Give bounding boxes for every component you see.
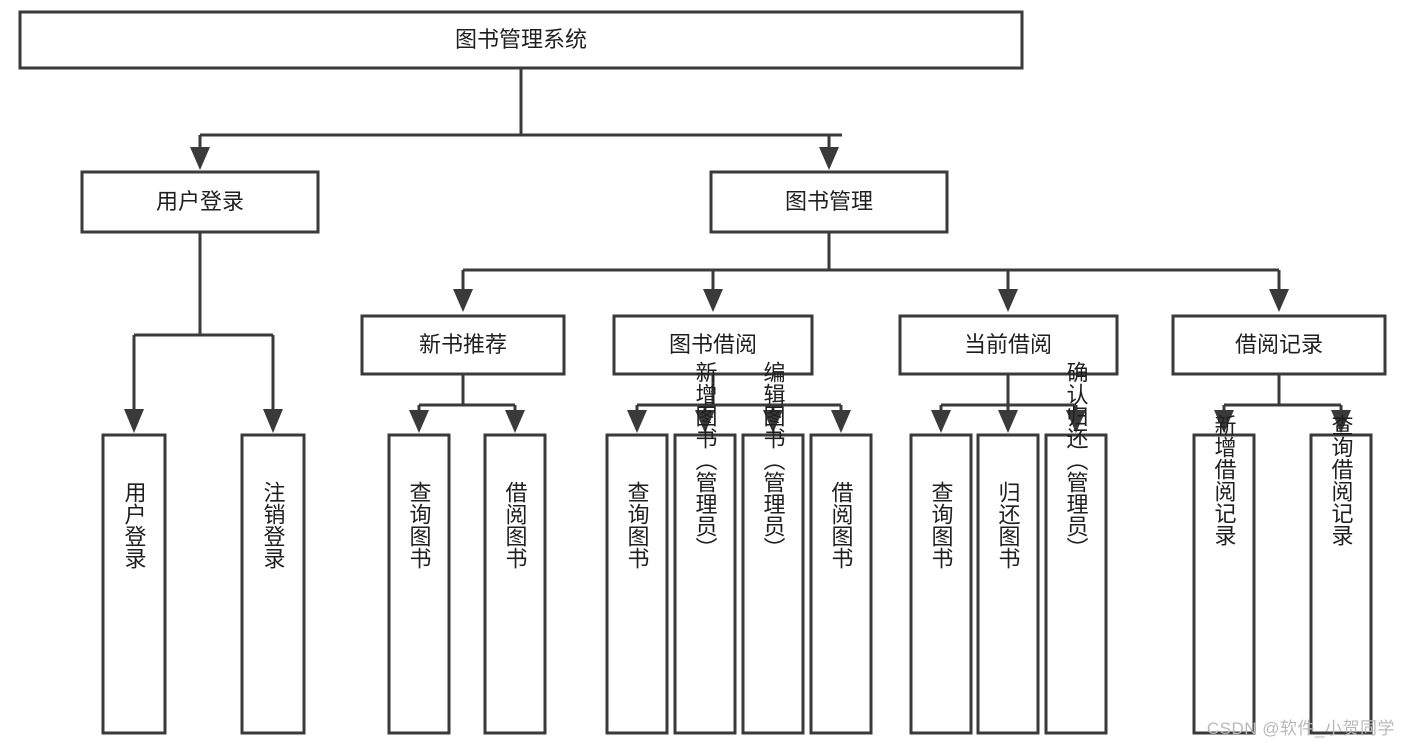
node-new-book-rec[interactable]: 新书推荐 <box>360 314 566 376</box>
node-leaf-4-label: 借阅图书 <box>503 481 528 569</box>
node-leaf-4[interactable]: 借阅图书 <box>483 433 547 735</box>
node-leaf-1-box[interactable] <box>101 433 167 735</box>
node-leaf-1-label: 用户登录 <box>122 481 147 569</box>
node-current-borrow[interactable]: 当前借阅 <box>898 314 1119 376</box>
node-leaf-10[interactable]: 归还图书 <box>976 433 1040 735</box>
node-leaf-11[interactable]: 确认归还（管理员） <box>1044 361 1108 735</box>
node-leaf-12-box[interactable] <box>1192 433 1256 735</box>
node-leaf-11-box[interactable] <box>1044 433 1108 735</box>
node-new-book-rec-box[interactable] <box>360 314 566 376</box>
node-leaf-7[interactable]: 编辑图书（管理员） <box>741 361 805 735</box>
node-leaf-5-box[interactable] <box>605 433 669 735</box>
arrow-bm-newbook <box>453 289 473 312</box>
node-leaf-9-label: 查询图书 <box>929 481 954 569</box>
arrow-root-to-user-login <box>190 147 210 170</box>
node-leaf-3[interactable]: 查询图书 <box>387 433 451 735</box>
arrow-bm-bookborrow <box>703 289 723 312</box>
node-leaf-10-label: 归还图书 <box>996 481 1021 569</box>
arrow-bookborrow-l6 <box>695 410 715 433</box>
node-borrow-record-box[interactable] <box>1171 314 1387 376</box>
node-leaf-1[interactable]: 用户登录 <box>101 433 167 735</box>
node-leaf-2-box[interactable] <box>240 433 306 735</box>
arrow-currentborrow-l11 <box>1066 410 1086 433</box>
node-leaf-11-label: 确认归还（管理员） <box>1064 361 1089 559</box>
arrow-newbook-l4 <box>505 410 525 433</box>
node-leaf-9-box[interactable] <box>909 433 973 735</box>
arrow-userlogin-l1 <box>124 409 144 433</box>
node-leaf-12[interactable]: 新增借阅记录 <box>1192 414 1256 735</box>
arrow-root-to-book-manage <box>819 147 839 170</box>
node-book-manage-label: 图书管理 <box>785 189 873 214</box>
node-leaf-3-label: 查询图书 <box>407 481 432 569</box>
node-user-login-label: 用户登录 <box>156 189 244 214</box>
node-book-manage-box[interactable] <box>709 170 949 234</box>
node-leaf-13-box[interactable] <box>1309 433 1373 735</box>
arrow-borrowrecord-l13 <box>1331 410 1351 433</box>
node-leaf-13[interactable]: 查询借阅记录 <box>1309 414 1373 735</box>
node-root-label: 图书管理系统 <box>455 27 587 52</box>
arrow-userlogin-l2 <box>263 409 283 433</box>
node-leaf-13-label: 查询借阅记录 <box>1329 414 1354 546</box>
node-borrow-record[interactable]: 借阅记录 <box>1171 314 1387 376</box>
node-current-borrow-label: 当前借阅 <box>964 332 1052 357</box>
arrow-bm-borrowrecord <box>1269 289 1289 312</box>
node-leaf-7-label: 编辑图书（管理员） <box>761 361 786 559</box>
arrow-bookborrow-l5 <box>627 410 647 433</box>
node-leaf-9[interactable]: 查询图书 <box>909 433 973 735</box>
node-leaf-5-label: 查询图书 <box>625 481 650 569</box>
node-leaf-6-label: 新增图书（管理员） <box>693 361 718 559</box>
node-leaf-7-box[interactable] <box>741 433 805 735</box>
node-book-borrow-label: 图书借阅 <box>669 332 757 357</box>
node-root[interactable]: 图书管理系统 <box>18 10 1024 70</box>
node-leaf-4-box[interactable] <box>483 433 547 735</box>
node-leaf-5[interactable]: 查询图书 <box>605 433 669 735</box>
csdn-watermark: CSDN @软件_小贺同学 <box>1206 719 1395 738</box>
node-leaf-3-box[interactable] <box>387 433 451 735</box>
node-leaf-12-label: 新增借阅记录 <box>1212 414 1237 546</box>
arrow-bookborrow-l7 <box>763 410 783 433</box>
connector-layer <box>124 68 1351 433</box>
node-book-borrow-box[interactable] <box>612 314 814 376</box>
node-leaf-6-box[interactable] <box>673 433 737 735</box>
node-leaf-10-box[interactable] <box>976 433 1040 735</box>
arrow-currentborrow-l9 <box>931 410 951 433</box>
node-leaf-2[interactable]: 注销登录 <box>240 433 306 735</box>
arrow-bookborrow-l8 <box>831 410 851 433</box>
node-user-login-box[interactable] <box>80 170 320 234</box>
node-leaf-6[interactable]: 新增图书（管理员） <box>673 361 737 735</box>
arrow-borrowrecord-l12 <box>1214 410 1234 433</box>
node-new-book-rec-label: 新书推荐 <box>419 332 507 357</box>
node-current-borrow-box[interactable] <box>898 314 1119 376</box>
arrow-currentborrow-l10 <box>998 410 1018 433</box>
node-book-borrow[interactable]: 图书借阅 <box>612 314 814 376</box>
node-leaf-8-box[interactable] <box>809 433 873 735</box>
node-leaf-2-label: 注销登录 <box>261 481 286 569</box>
node-borrow-record-label: 借阅记录 <box>1235 332 1323 357</box>
node-user-login[interactable]: 用户登录 <box>80 170 320 234</box>
node-leaf-8[interactable]: 借阅图书 <box>809 433 873 735</box>
arrow-newbook-l3 <box>409 410 429 433</box>
arrow-bm-currentborrow <box>998 289 1018 312</box>
node-root-box[interactable] <box>18 10 1024 70</box>
node-leaf-8-label: 借阅图书 <box>829 481 854 569</box>
node-book-manage[interactable]: 图书管理 <box>709 170 949 234</box>
